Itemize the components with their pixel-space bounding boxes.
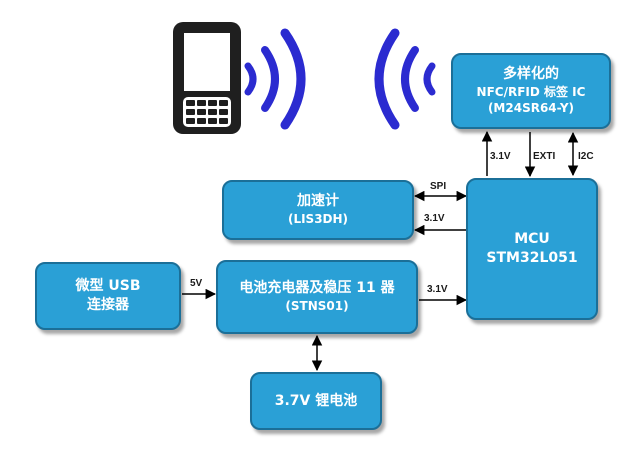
charger-regulator-box: 电池充电器及稳压 11 器 (STNS01) [216, 260, 418, 334]
radio-waves-right-icon [374, 28, 436, 130]
mobile-phone-icon [173, 22, 241, 134]
mcu-box-line2: STM32L051 [486, 250, 578, 266]
label-charger-mcu: 3.1V [427, 284, 448, 295]
accel-box-line2: (LIS3DH) [287, 212, 349, 227]
mcu-box: MCU STM32L051 [466, 178, 598, 320]
accelerometer-box: 加速计 (LIS3DH) [222, 180, 414, 240]
usb-box-line1: 微型 USB [75, 278, 141, 295]
nfc-tag-ic-box: 多样化的 NFC/RFID 标签 IC (M24SR64-Y) [451, 53, 611, 129]
label-accel-power: 3.1V [424, 213, 445, 224]
nfc-box-line2: NFC/RFID 标签 IC [476, 85, 586, 100]
nfc-box-line1: 多样化的 [503, 66, 559, 83]
battery-box: 3.7V 锂电池 [250, 372, 382, 430]
battery-box-line1: 3.7V 锂电池 [274, 392, 358, 409]
mcu-box-line1: MCU [514, 231, 550, 248]
charger-box-line2: (STNS01) [285, 299, 349, 314]
label-nfc-mcu-left: 3.1V [490, 151, 511, 162]
micro-usb-box: 微型 USB 连接器 [35, 262, 181, 330]
nfc-box-line3: (M24SR64-Y) [487, 101, 575, 116]
usb-box-line2: 连接器 [87, 297, 129, 313]
accel-box-line1: 加速计 [297, 193, 339, 210]
label-usb-charger: 5V [190, 278, 203, 289]
label-nfc-mcu-mid: EXTI [533, 151, 556, 162]
radio-waves-left-icon [244, 28, 306, 130]
label-nfc-mcu-right: I2C [578, 151, 594, 162]
charger-box-line1: 电池充电器及稳压 11 器 [239, 280, 395, 297]
label-spi: SPI [430, 181, 447, 192]
